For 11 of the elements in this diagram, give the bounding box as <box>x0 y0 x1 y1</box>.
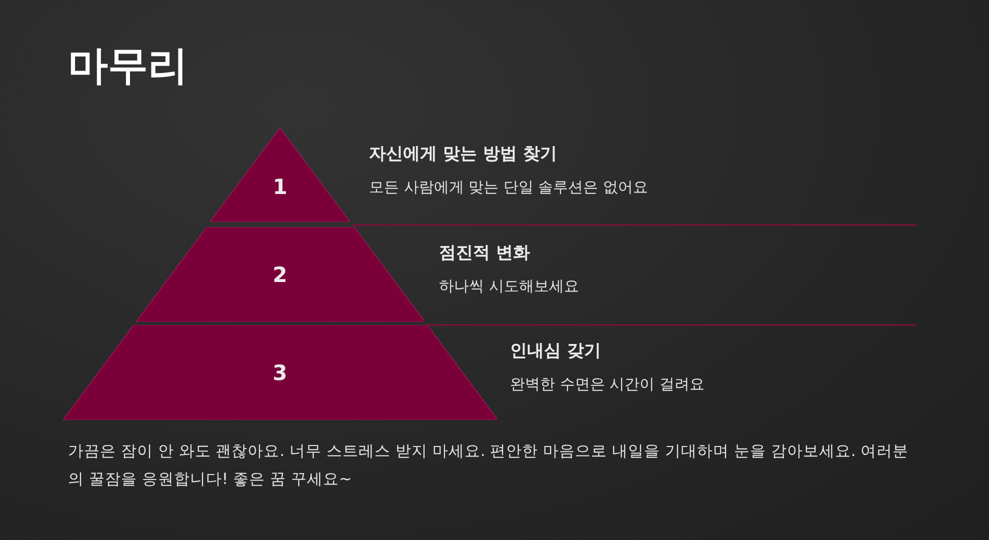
tier-description: 완벽한 수면은 시간이 걸려요 <box>510 375 704 394</box>
tier-description: 하나씩 시도해보세요 <box>439 277 579 296</box>
tier-description: 모든 사람에게 맞는 단일 솔루션은 없어요 <box>369 178 648 197</box>
tier-heading: 인내심 갖기 <box>510 340 601 362</box>
tier-heading: 자신에게 맞는 방법 찾기 <box>369 143 557 165</box>
tier-number: 1 <box>272 175 288 199</box>
closing-paragraph: 가끔은 잠이 안 와도 괜찮아요. 너무 스트레스 받지 마세요. 편안한 마음으로 내일을 기대하며 눈을 감아보세요. 여러분의 꿀잠을 응원합니다! 좋은 꿈 꾸세요~ <box>68 441 910 490</box>
tier-number: 3 <box>272 361 288 386</box>
slide-title: 마무리 <box>68 42 188 91</box>
tier-number: 2 <box>272 263 288 288</box>
tier-heading: 점진적 변화 <box>439 242 530 264</box>
